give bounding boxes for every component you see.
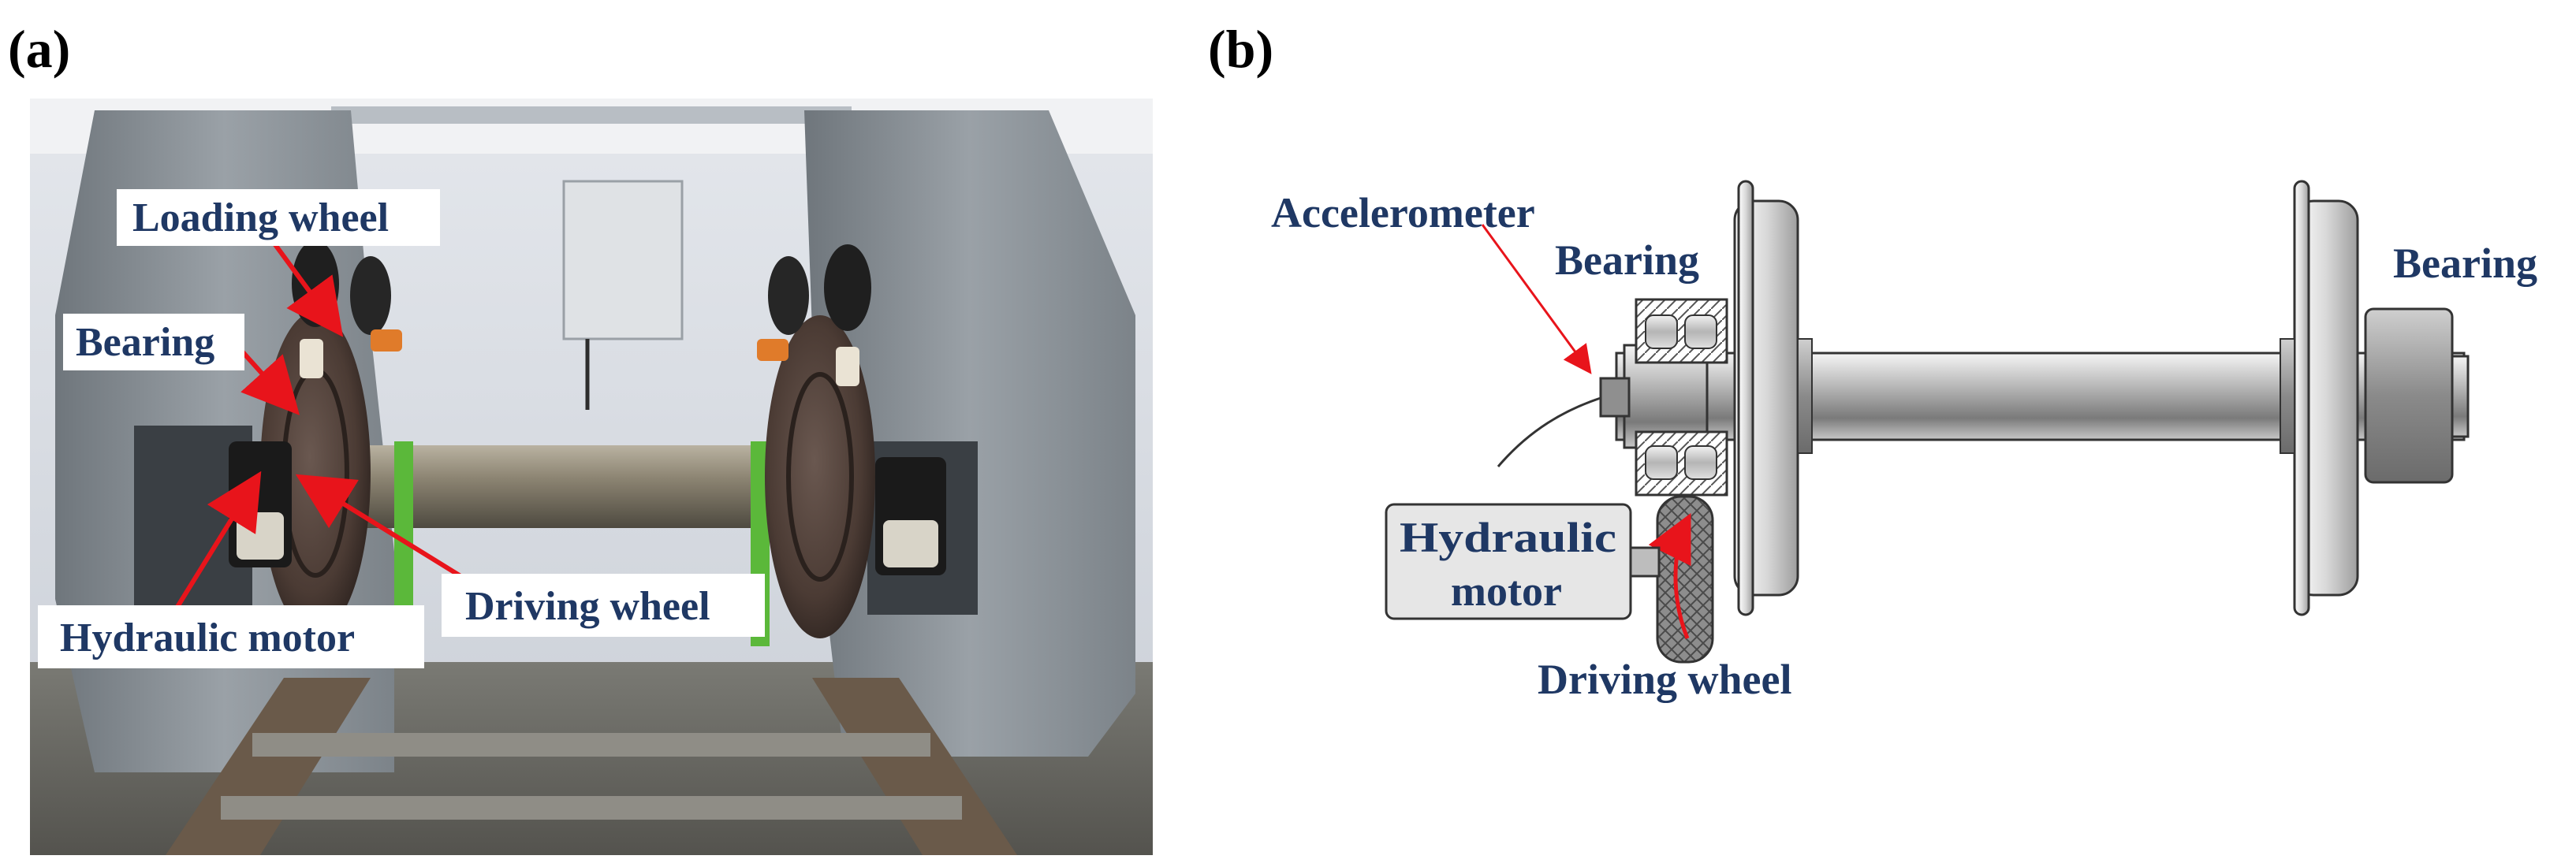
wheel-right-flange [2293, 180, 2310, 616]
label-bearing-left: Bearing [1555, 236, 1699, 284]
machine-top-beam [331, 106, 852, 124]
electrical-cabinet [562, 180, 684, 340]
callout-driving-wheel-photo-text: Driving wheel [465, 584, 710, 629]
arrow-driving-wheel [295, 474, 486, 593]
bearing-left-diagram [1635, 298, 1728, 497]
wheel-right-hub [2280, 338, 2295, 454]
arrow-loading-wheel [270, 239, 344, 337]
callout-bearing-photo: Bearing [63, 314, 244, 370]
callout-hydraulic-motor-photo: Hydraulic motor [38, 605, 424, 668]
callout-bearing-photo-text: Bearing [76, 320, 214, 365]
photo-driving-wheel-right [875, 457, 946, 575]
rail-left [166, 678, 371, 855]
rail-crossbar-1 [252, 733, 930, 757]
photo-wheel-right-rim [786, 372, 854, 582]
label-accelerometer: Accelerometer [1271, 189, 1535, 236]
shaft-end-right [2451, 355, 2470, 438]
wheel-left-hub [1797, 338, 1813, 454]
rail-right [812, 678, 1017, 855]
photo-wheel-right [765, 315, 875, 638]
arrow-hydraulic-motor [175, 471, 262, 608]
label-hydraulic-line2: motor [1451, 567, 1562, 615]
hydraulic-motor-shaft [1629, 546, 1661, 578]
photo-loading-wheel-right [757, 244, 871, 386]
panel-a-label: (a) [8, 19, 70, 79]
accelerometer-sensor [1599, 377, 1631, 418]
callout-loading-wheel: Loading wheel [117, 189, 440, 246]
callout-loading-wheel-text: Loading wheel [132, 195, 389, 240]
panel-a-photo: Loading wheel Bearing Driving wheel Hydr… [30, 99, 1153, 855]
label-hydraulic-line1: Hydraulic [1400, 514, 1616, 561]
label-driving-wheel: Driving wheel [1538, 656, 1791, 703]
photo-axle [347, 445, 804, 528]
rotation-arrow [1648, 513, 1691, 639]
rail-crossbar-2 [221, 796, 962, 820]
callout-hydraulic-motor-photo-text: Hydraulic motor [60, 616, 355, 660]
arrow-accelerometer [1481, 224, 1592, 374]
bearing-right-block [2364, 307, 2454, 484]
label-bearing-right: Bearing [2393, 240, 2537, 287]
accelerometer-cable [1497, 396, 1601, 467]
callout-driving-wheel-photo: Driving wheel [442, 574, 765, 637]
arrow-bearing [234, 343, 300, 415]
wheel-left-flange [1737, 180, 1754, 616]
panel-b-label: (b) [1208, 19, 1273, 79]
panel-b-diagram: Accelerometer Bearing Bearing Hydraulic … [1271, 180, 2537, 703]
